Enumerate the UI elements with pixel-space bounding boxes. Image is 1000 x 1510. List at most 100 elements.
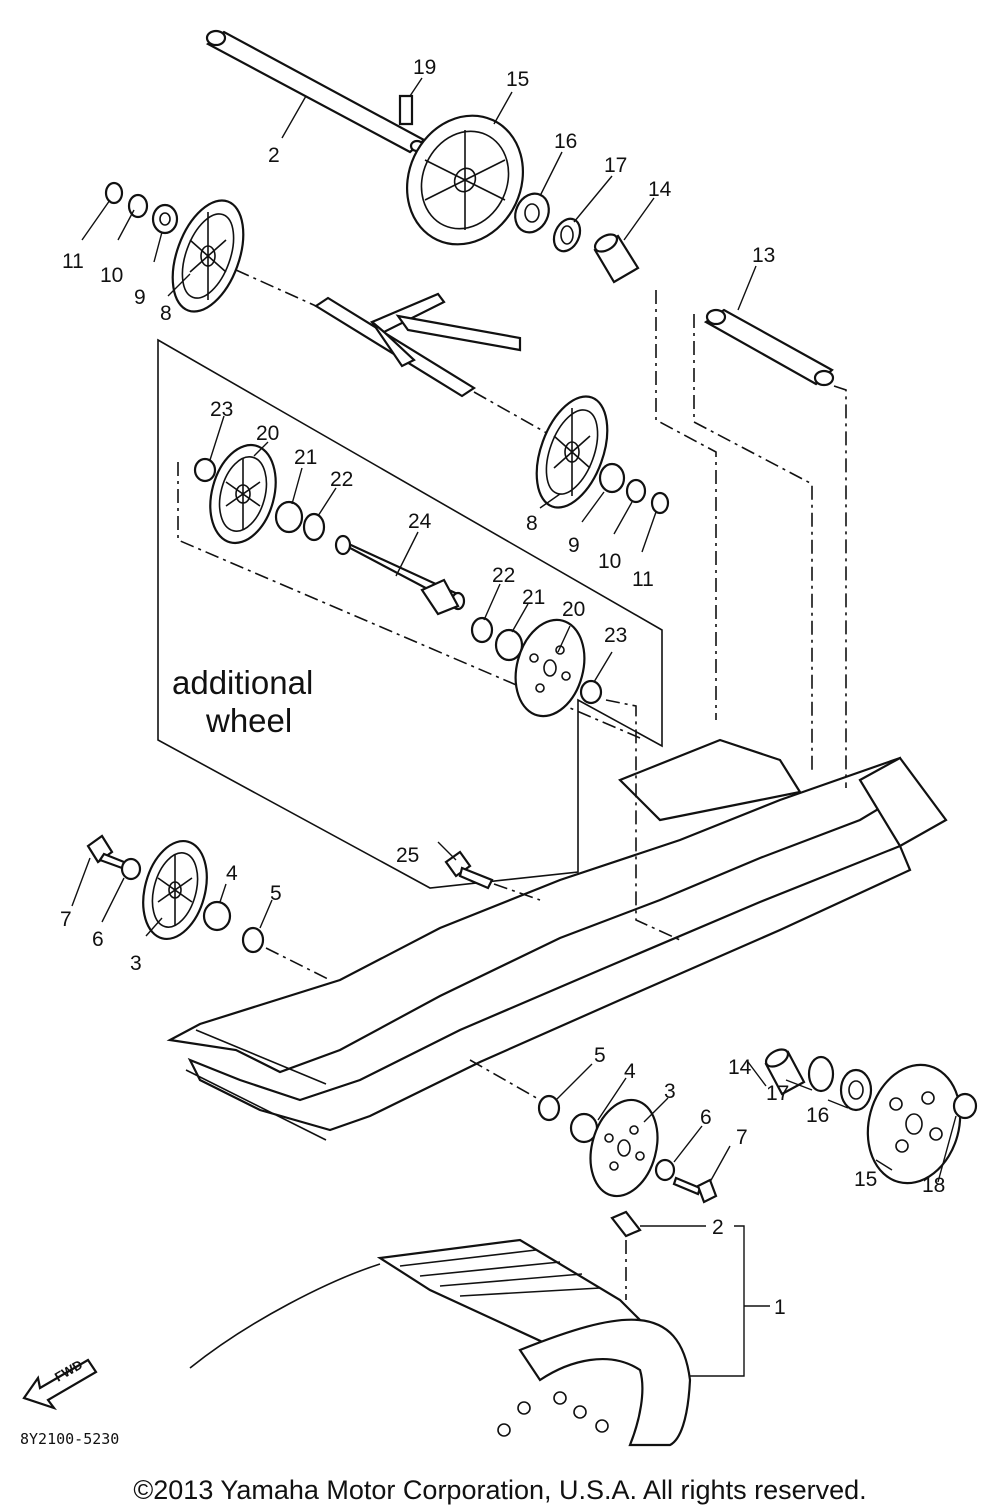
- track-clip-2: [610, 1210, 642, 1238]
- centerline-kit-right: [605, 699, 681, 941]
- callout-2: 2: [268, 144, 280, 167]
- center-suspension-arm: [313, 292, 522, 398]
- kit-wheel-right: [514, 618, 586, 718]
- callout-11: 11: [632, 568, 654, 591]
- callout-1: 1: [774, 1296, 786, 1319]
- callout-9: 9: [568, 534, 580, 557]
- callout-20: 20: [256, 422, 279, 445]
- front-bearing-4: [202, 900, 232, 932]
- centerline-shaft-rail: [693, 314, 813, 770]
- callout-19: 19: [413, 56, 436, 79]
- slide-rail-frame: [166, 738, 948, 1132]
- drawing-code: 8Y2100-5230: [20, 1430, 119, 1448]
- callout-7: 7: [60, 908, 72, 931]
- bolt-25: [444, 850, 494, 890]
- front-bolt-7: [86, 834, 126, 870]
- upper-idler-wheel: [405, 114, 525, 246]
- callout-18: 18: [922, 1174, 945, 1197]
- centerline-bolt-25: [493, 883, 541, 901]
- cap-11-right: [650, 491, 670, 515]
- callout-4: 4: [624, 1060, 636, 1083]
- callout-14: 14: [648, 178, 672, 201]
- rear-bearing-16: [839, 1068, 873, 1112]
- callout-22: 22: [492, 564, 515, 587]
- axle-centerline-arm: [473, 391, 553, 437]
- callout-13: 13: [752, 244, 775, 267]
- callout-17: 17: [604, 154, 627, 177]
- callout-15: 15: [854, 1168, 877, 1191]
- callout-20: 20: [562, 598, 585, 621]
- kit-circlip-22-right: [470, 616, 494, 644]
- callout-3: 3: [130, 952, 142, 975]
- rear-wheel-3: [589, 1098, 659, 1198]
- front-washer-6: [120, 857, 142, 881]
- callout-5: 5: [594, 1044, 606, 1067]
- callout-25: 25: [396, 844, 419, 867]
- callout-21: 21: [294, 446, 317, 469]
- front-circlip-5: [241, 926, 265, 954]
- centerline-collar-rail: [655, 290, 717, 720]
- centerline-shaft-right: [833, 385, 847, 788]
- callout-10: 10: [598, 550, 621, 573]
- additional-wheel-kit-outline: [157, 338, 663, 889]
- drive-track: [189, 1238, 692, 1447]
- rear-cap-18: [952, 1092, 978, 1120]
- rail-lower-edge: [185, 1029, 327, 1141]
- kit-wheel-left: [209, 443, 277, 545]
- note-wheel: wheel: [205, 702, 292, 739]
- circlip-10-right: [625, 478, 647, 504]
- collar-upper: [593, 233, 640, 284]
- axle-centerline-upper: [235, 269, 317, 307]
- callout-7: 7: [736, 1126, 748, 1149]
- rear-axle-shaft: [205, 29, 426, 154]
- callout-14: 14: [728, 1056, 752, 1079]
- callout-8: 8: [160, 302, 172, 325]
- callout-3: 3: [664, 1080, 676, 1103]
- leader-lines: [71, 77, 957, 1183]
- callout-5: 5: [270, 882, 282, 905]
- front-wheel-3: [142, 839, 208, 941]
- rear-circlip-17: [807, 1055, 835, 1093]
- rear-circlip-5: [537, 1094, 561, 1122]
- kit-inner-bracket: [177, 462, 641, 739]
- callout-numbers: 19 15 2 16 17 14 13 11 10 9 8 23 20 21 2…: [60, 56, 945, 1319]
- kit-cap-23-right: [579, 679, 603, 705]
- circlip-upper: [552, 217, 582, 253]
- kit-axle-24: [334, 534, 466, 616]
- callout-2: 2: [712, 1216, 724, 1239]
- bearing-9-right: [598, 462, 626, 494]
- right-wheel-upper: [535, 395, 609, 509]
- note-additional: additional: [172, 664, 313, 701]
- centerline-rear-wheel: [469, 1059, 541, 1101]
- callout-6: 6: [92, 928, 104, 951]
- upper-shaft: [703, 308, 835, 387]
- exploded-parts-diagram: FWD additional wheel 8Y2100-5230 19 15 2…: [20, 29, 978, 1448]
- rear-wheel-15: [866, 1063, 962, 1185]
- kit-bearing-21-right: [494, 628, 524, 662]
- callout-8: 8: [526, 512, 538, 535]
- callout-22: 22: [330, 468, 353, 491]
- cap-11-upper: [104, 181, 124, 205]
- callout-9: 9: [134, 286, 146, 309]
- callout-23: 23: [210, 398, 233, 421]
- callout-16: 16: [554, 130, 577, 153]
- callout-16: 16: [806, 1104, 829, 1127]
- callout-23: 23: [604, 624, 627, 647]
- forward-direction-arrow: FWD: [22, 1357, 98, 1411]
- callout-10: 10: [100, 264, 123, 287]
- callout-21: 21: [522, 586, 545, 609]
- cotter-pin: [398, 94, 414, 126]
- kit-cap-23-left: [193, 457, 217, 483]
- rear-washer-6: [654, 1158, 676, 1182]
- centerline-front-wheel: [265, 947, 331, 981]
- leader-2-bracket: [640, 1225, 745, 1377]
- callout-17: 17: [766, 1082, 789, 1105]
- callout-24: 24: [408, 510, 432, 533]
- callout-11: 11: [62, 250, 84, 273]
- kit-circlip-22-left: [302, 512, 326, 542]
- rear-bolt-7: [672, 1176, 718, 1204]
- callout-15: 15: [506, 68, 529, 91]
- callout-4: 4: [226, 862, 238, 885]
- bearing-9-upper: [151, 203, 179, 235]
